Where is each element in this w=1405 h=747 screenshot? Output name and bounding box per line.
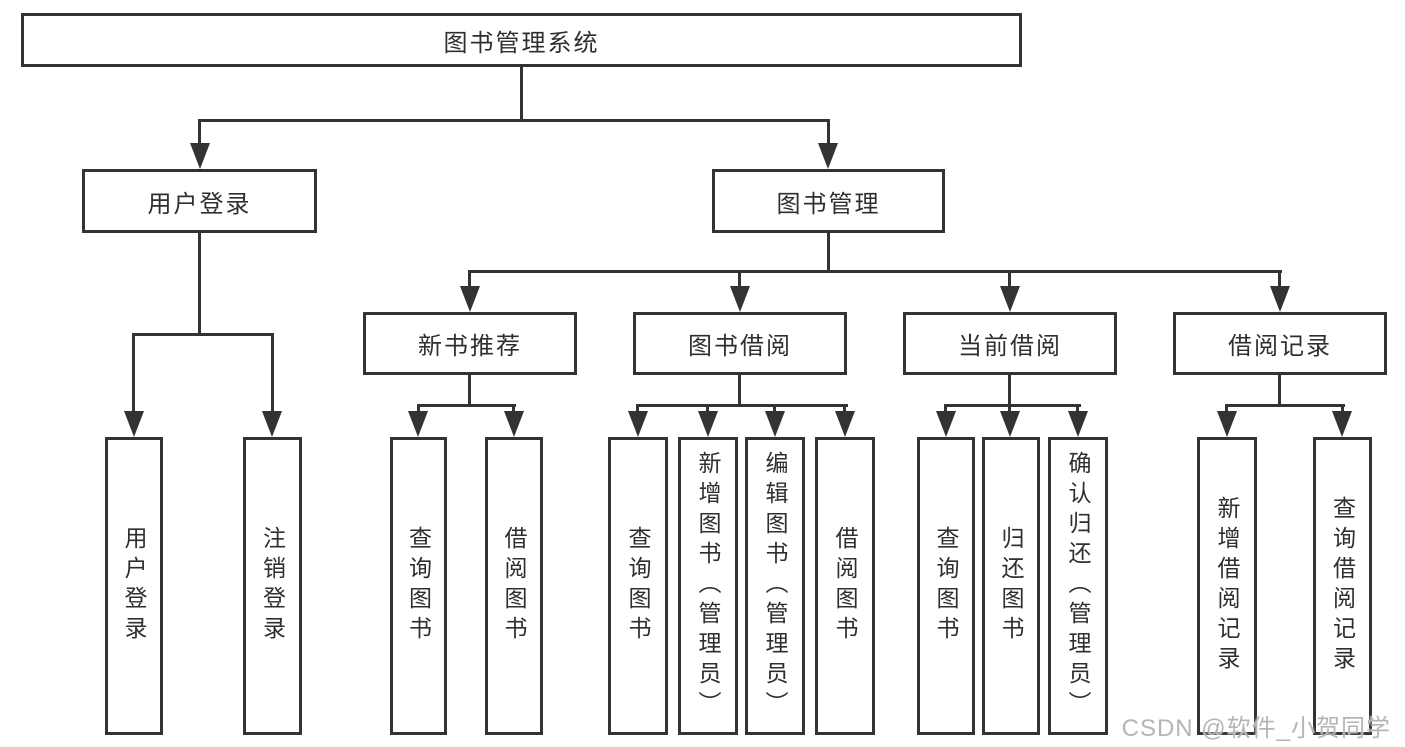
arrowhead-down-icon: [628, 411, 648, 437]
connector-line: [468, 270, 1282, 273]
node-current-borrowing: 当前借阅: [903, 312, 1117, 375]
connector-line: [738, 375, 741, 406]
arrowhead-down-icon: [124, 411, 144, 437]
arrowhead-down-icon: [1000, 286, 1020, 312]
arrowhead-down-icon: [765, 411, 785, 437]
connector-line: [198, 120, 201, 148]
leaf-borrow-borrow-books: 借阅图书: [815, 437, 875, 735]
arrowhead-down-icon: [1332, 411, 1352, 437]
leaf-newbooks-borrow-books: 借阅图书: [485, 437, 543, 735]
leaf-borrow-add-books-admin: 新增图书（管理员）: [678, 437, 738, 735]
connector-line: [738, 271, 741, 289]
connector-line: [944, 405, 947, 414]
node-user-login: 用户登录: [82, 169, 317, 233]
connector-line: [1278, 271, 1281, 289]
connector-line: [1008, 375, 1011, 406]
leaf-current-return-books: 归还图书: [982, 437, 1040, 735]
leaf-borrow-query-books: 查询图书: [608, 437, 668, 735]
leaf-user-login: 用户登录: [105, 437, 163, 735]
connector-line: [773, 405, 776, 414]
arrowhead-down-icon: [835, 411, 855, 437]
arrowhead-down-icon: [936, 411, 956, 437]
connector-line: [636, 404, 848, 407]
connector-line: [512, 405, 515, 414]
connector-line: [1008, 271, 1011, 289]
connector-line: [1076, 405, 1079, 414]
connector-line: [468, 375, 471, 406]
connector-line: [132, 334, 135, 414]
leaf-records-query-record: 查询借阅记录: [1313, 437, 1372, 735]
connector-line: [706, 405, 709, 414]
connector-line: [1225, 405, 1228, 414]
connector-line: [198, 119, 830, 122]
arrowhead-down-icon: [504, 411, 524, 437]
connector-line: [636, 405, 639, 414]
arrowhead-down-icon: [262, 411, 282, 437]
arrowhead-down-icon: [698, 411, 718, 437]
connector-line: [468, 271, 471, 289]
connector-line: [132, 333, 274, 336]
arrowhead-down-icon: [460, 286, 480, 312]
leaf-records-add-record: 新增借阅记录: [1197, 437, 1257, 735]
leaf-borrow-edit-books-admin: 编辑图书（管理员）: [745, 437, 805, 735]
connector-line: [520, 67, 523, 120]
arrowhead-down-icon: [818, 143, 838, 169]
connector-line: [1225, 404, 1345, 407]
leaf-newbooks-query-books: 查询图书: [390, 437, 447, 735]
connector-line: [1008, 405, 1011, 414]
connector-line: [198, 233, 201, 334]
node-book-management: 图书管理: [712, 169, 945, 233]
arrowhead-down-icon: [1217, 411, 1237, 437]
leaf-current-confirm-return-admin: 确认归还（管理员）: [1048, 437, 1108, 735]
connector-line: [827, 233, 830, 271]
connector-line: [827, 120, 830, 148]
arrowhead-down-icon: [1068, 411, 1088, 437]
connector-line: [417, 405, 420, 414]
watermark: CSDN @软件_小贺同学: [1121, 715, 1391, 742]
connector-line: [944, 404, 1081, 407]
leaf-current-query-books: 查询图书: [917, 437, 975, 735]
node-book-management-system: 图书管理系统: [21, 13, 1022, 67]
leaf-logout: 注销登录: [243, 437, 302, 735]
connector-line: [1278, 375, 1281, 406]
connector-line: [1341, 405, 1344, 414]
arrowhead-down-icon: [1270, 286, 1290, 312]
arrowhead-down-icon: [190, 143, 210, 169]
arrowhead-down-icon: [408, 411, 428, 437]
node-borrowing-records: 借阅记录: [1173, 312, 1387, 375]
connector-line: [843, 405, 846, 414]
node-book-borrowing: 图书借阅: [633, 312, 847, 375]
connector-line: [271, 334, 274, 414]
node-new-book-recommend: 新书推荐: [363, 312, 577, 375]
arrowhead-down-icon: [730, 286, 750, 312]
arrowhead-down-icon: [1000, 411, 1020, 437]
connector-line: [417, 404, 516, 407]
